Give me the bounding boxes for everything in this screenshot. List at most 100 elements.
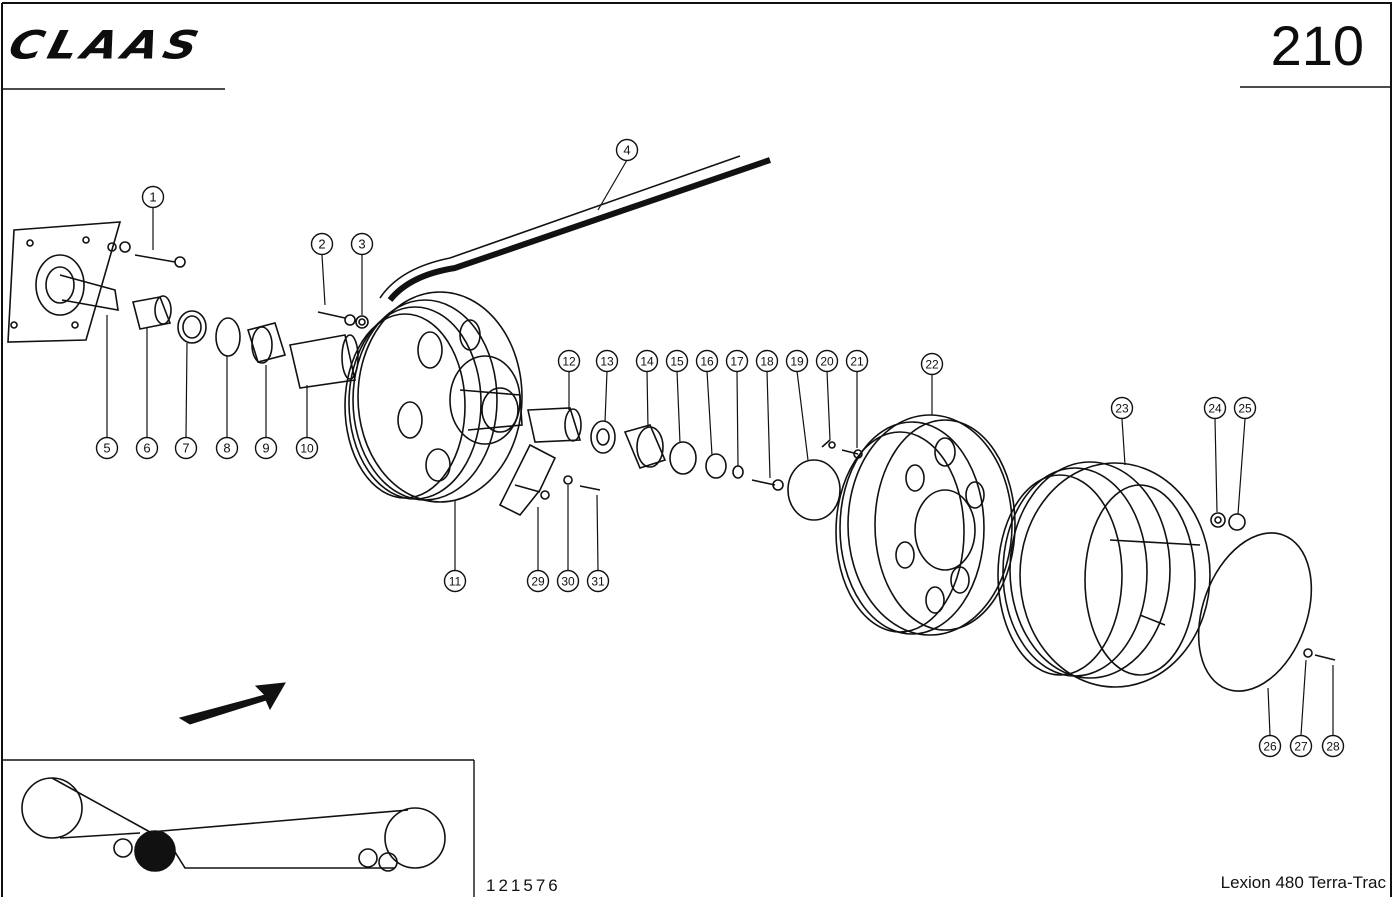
model-name: Lexion 480 Terra-Trac xyxy=(1220,873,1386,892)
callout-circle xyxy=(174,436,198,460)
callout-circle xyxy=(665,349,689,373)
callout-31: 31 xyxy=(586,569,610,593)
drum-23 xyxy=(997,461,1211,688)
callout-circle xyxy=(556,569,580,593)
callout-27: 27 xyxy=(1289,734,1313,758)
callout-25: 25 xyxy=(1233,396,1257,420)
callout-label: 10 xyxy=(300,442,314,456)
arrow-icon xyxy=(178,682,286,725)
callout-19: 19 xyxy=(785,349,809,373)
callout-circle xyxy=(1321,734,1345,758)
callout-circle xyxy=(1258,734,1282,758)
callout-label: 24 xyxy=(1208,402,1222,416)
drawing-number: 121576 xyxy=(486,876,561,895)
callout-circle xyxy=(1203,396,1227,420)
callout-28: 28 xyxy=(1321,734,1345,758)
callout-label: 1 xyxy=(149,190,156,205)
callout-label: 22 xyxy=(925,358,939,372)
callout-label: 4 xyxy=(623,143,630,158)
callout-5: 5 xyxy=(95,436,119,460)
callout-label: 30 xyxy=(561,575,575,589)
callout-circle xyxy=(95,436,119,460)
callout-circle xyxy=(845,349,869,373)
callout-8: 8 xyxy=(215,436,239,460)
callout-circle xyxy=(755,349,779,373)
callout-circle xyxy=(526,569,550,593)
callout-label: 17 xyxy=(730,355,744,369)
callout-22: 22 xyxy=(920,352,944,376)
page-number: 210 xyxy=(1270,14,1364,77)
callout-circle xyxy=(785,349,809,373)
callout-1: 1 xyxy=(141,185,165,209)
callout-label: 31 xyxy=(591,575,605,589)
callout-label: 20 xyxy=(820,355,834,369)
callout-12: 12 xyxy=(557,349,581,373)
cover-26 xyxy=(1197,512,1336,692)
callout-13: 13 xyxy=(595,349,619,373)
callout-circle xyxy=(615,138,639,162)
pulley-22 xyxy=(835,414,1016,636)
callout-label: 13 xyxy=(600,355,614,369)
callout-15: 15 xyxy=(665,349,689,373)
callout-label: 6 xyxy=(143,441,150,456)
belt-layout-inset xyxy=(21,777,446,872)
callout-3: 3 xyxy=(350,232,374,256)
callout-circle xyxy=(141,185,165,209)
callout-label: 3 xyxy=(358,237,365,252)
callout-label: 12 xyxy=(562,355,576,369)
callout-23: 23 xyxy=(1110,396,1134,420)
callout-9: 9 xyxy=(254,436,278,460)
flange-shaft xyxy=(7,221,186,343)
callout-label: 7 xyxy=(182,441,189,456)
callout-18: 18 xyxy=(755,349,779,373)
callout-17: 17 xyxy=(725,349,749,373)
callout-circle xyxy=(635,349,659,373)
callout-24: 24 xyxy=(1203,396,1227,420)
callout-label: 25 xyxy=(1238,402,1252,416)
pulley-11 xyxy=(344,291,523,503)
callout-circle xyxy=(1110,396,1134,420)
shaft-parts xyxy=(132,295,369,389)
callout-7: 7 xyxy=(174,436,198,460)
callout-label: 21 xyxy=(850,355,864,369)
callout-circle xyxy=(1233,396,1257,420)
callout-circle xyxy=(215,436,239,460)
callout-circle xyxy=(586,569,610,593)
callout-label: 11 xyxy=(449,575,462,589)
leader-lines xyxy=(106,159,1334,736)
callout-circle xyxy=(695,349,719,373)
callout-label: 23 xyxy=(1115,402,1129,416)
callout-11: 11 xyxy=(443,569,467,593)
callout-21: 21 xyxy=(845,349,869,373)
callout-label: 16 xyxy=(700,355,714,369)
callout-29: 29 xyxy=(526,569,550,593)
bearing-set xyxy=(527,407,863,521)
callout-label: 14 xyxy=(640,355,654,369)
callout-circle xyxy=(350,232,374,256)
callout-16: 16 xyxy=(695,349,719,373)
callout-20: 20 xyxy=(815,349,839,373)
callout-14: 14 xyxy=(635,349,659,373)
callout-label: 28 xyxy=(1326,740,1340,754)
callout-label: 2 xyxy=(318,237,325,252)
callout-label: 19 xyxy=(790,355,804,369)
callout-4: 4 xyxy=(615,138,639,162)
callout-circle xyxy=(815,349,839,373)
callout-circle xyxy=(595,349,619,373)
callout-label: 15 xyxy=(670,355,684,369)
callout-label: 29 xyxy=(531,575,545,589)
callout-circle xyxy=(443,569,467,593)
callout-2: 2 xyxy=(310,232,334,256)
callout-circle xyxy=(310,232,334,256)
callout-label: 5 xyxy=(103,441,110,456)
callout-30: 30 xyxy=(556,569,580,593)
callout-label: 9 xyxy=(262,441,269,456)
callout-circle xyxy=(920,352,944,376)
callout-label: 26 xyxy=(1263,740,1277,754)
callout-circle xyxy=(135,436,159,460)
callout-26: 26 xyxy=(1258,734,1282,758)
